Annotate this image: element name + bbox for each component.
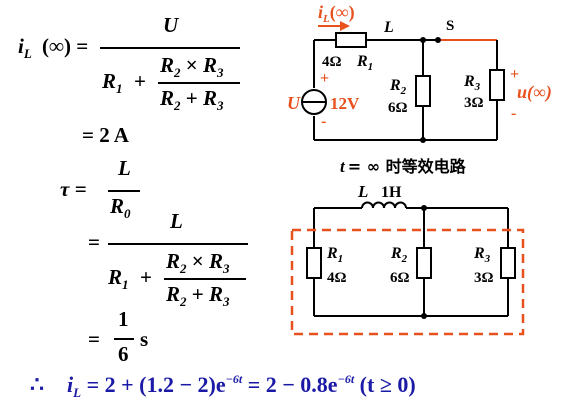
tau-exp-fraction-bar xyxy=(108,243,248,245)
tau-result-eq: = xyxy=(88,327,100,351)
current-arrow-head xyxy=(340,21,350,31)
output-plus: + xyxy=(510,66,519,83)
tau-fraction-bar xyxy=(108,190,140,192)
final-equation: ∴ iL = 2 + (1.2 − 2)e−6t = 2 − 0.8e−6t (… xyxy=(30,372,416,400)
tau-exp-inner-den: R2 + R3 xyxy=(166,282,230,309)
node-bot-bottom xyxy=(421,313,427,319)
tau-exp-numerator: L xyxy=(170,209,183,233)
r2-label-bottom: R2 xyxy=(390,245,408,265)
tau-lhs: τ = xyxy=(60,177,87,201)
resistor-r1-top xyxy=(335,32,367,48)
r1-label-top: R1 xyxy=(356,53,373,73)
final-exp-1: −6t xyxy=(225,372,243,386)
switch-label: S xyxy=(446,18,454,34)
il-inner-bar xyxy=(158,82,240,84)
output-minus: - xyxy=(511,105,516,122)
tau-result-numerator: 1 xyxy=(118,307,129,331)
inductor-label-bottom: L xyxy=(357,182,368,201)
il-symbol: iL xyxy=(18,34,32,61)
tau-exp-eq: = xyxy=(88,230,100,254)
circuit-top xyxy=(301,32,505,141)
therefore-symbol: ∴ xyxy=(30,372,44,397)
il-fraction-bar xyxy=(100,47,240,49)
tau-exp-inner-num: R2 × R3 xyxy=(166,249,230,276)
tau-result-denominator: 6 xyxy=(118,342,129,366)
caption: t= ∞ 时等效电路 xyxy=(340,157,467,176)
final-exp-2: −6t xyxy=(337,372,355,386)
source-u-label: U xyxy=(287,93,301,113)
node-bot-top xyxy=(421,205,427,211)
r1-label-bottom: R1 xyxy=(326,245,343,265)
il-inner-den: R2 + R3 xyxy=(160,86,224,113)
resistor-r1-bottom xyxy=(306,247,322,279)
final-il-symbol: iL xyxy=(67,372,82,400)
tau-numerator: L xyxy=(118,156,131,180)
il-inner-num: R2 × R3 xyxy=(160,53,224,80)
output-u-label: u(∞) xyxy=(517,82,552,103)
resistor-r3-bottom xyxy=(500,247,516,279)
resistor-r2-bottom xyxy=(416,247,432,279)
node-switch-left xyxy=(435,37,441,43)
il-result: = 2 A xyxy=(82,123,129,147)
r2-value-top: 6Ω xyxy=(388,100,408,116)
r3-value-bottom: 3Ω xyxy=(474,270,494,286)
r3-label-top: R3 xyxy=(463,73,481,93)
inductor-coil xyxy=(361,201,407,209)
dashed-equivalent-box xyxy=(290,228,525,336)
source-minus: - xyxy=(321,113,326,130)
il-r1: R1 xyxy=(102,69,123,96)
inductor-label-top: L xyxy=(383,19,394,36)
circuit-bottom xyxy=(290,201,525,336)
r3-label-bottom: R3 xyxy=(473,245,491,265)
final-condition: (t ≥ 0) xyxy=(359,372,416,397)
il-plus: + xyxy=(134,69,146,93)
resistor-r2-top xyxy=(415,75,431,107)
il-numerator: U xyxy=(163,13,179,37)
r3-value-top: 3Ω xyxy=(464,95,484,111)
il-arg: (∞) = xyxy=(42,34,89,58)
current-label: iL(∞) xyxy=(318,2,355,25)
tau-result-unit: s xyxy=(140,327,149,351)
tau-exp-plus: + xyxy=(140,265,152,289)
r2-label-top: R2 xyxy=(389,77,407,97)
resistor-r3-top xyxy=(489,69,505,101)
r1-value-top: 4Ω xyxy=(322,54,342,70)
r2-value-bottom: 6Ω xyxy=(390,270,410,286)
inductor-value: 1H xyxy=(381,184,402,201)
node-top-r2 xyxy=(420,37,426,43)
final-rhs-1: = 2 + (1.2 − 2)e xyxy=(86,372,226,397)
source-value: 12V xyxy=(330,94,360,113)
final-rhs-2: = 2 − 0.8e xyxy=(247,372,338,397)
source-plus: + xyxy=(320,70,329,87)
tau-denominator: R0 xyxy=(110,194,131,221)
tau-exp-inner-bar xyxy=(164,278,246,280)
tau-result-bar xyxy=(114,338,134,340)
r1-value-bottom: 4Ω xyxy=(327,270,347,286)
tau-exp-r1: R1 xyxy=(108,265,129,292)
node-bottom-r2 xyxy=(420,137,426,143)
